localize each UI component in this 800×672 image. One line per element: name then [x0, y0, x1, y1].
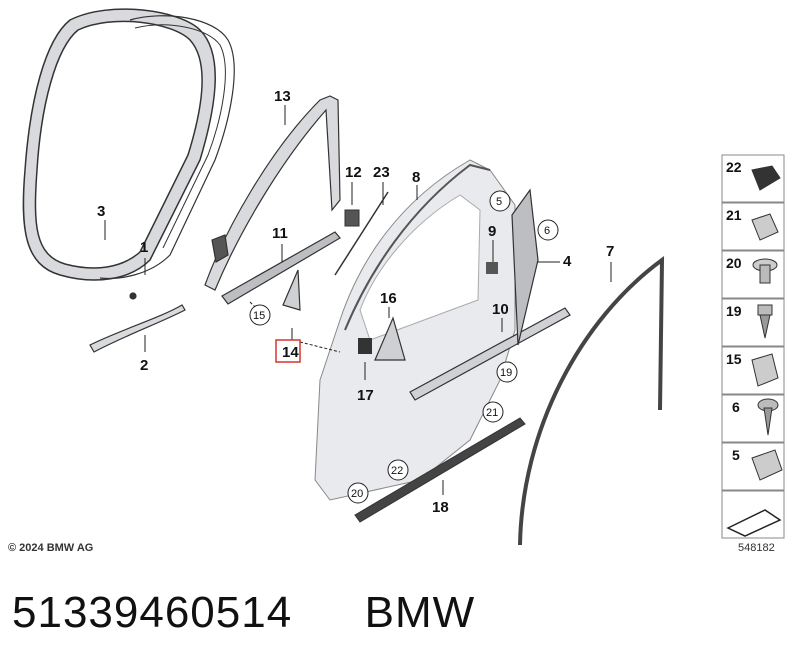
callout-17: 17 — [357, 387, 374, 404]
callout-8: 8 — [412, 169, 420, 186]
highlight-box-14 — [275, 339, 301, 363]
sill-18 — [354, 417, 526, 523]
callout-16: 16 — [380, 290, 397, 307]
frame-8 — [344, 163, 491, 331]
kit-15: 15 — [726, 351, 742, 367]
trim-4 — [511, 188, 539, 346]
part-number: 51339460514 — [12, 588, 293, 637]
kit-21: 21 — [726, 207, 742, 223]
kit-22: 22 — [726, 159, 742, 175]
kit-labels: 22 21 20 19 15 6 5 — [726, 159, 742, 463]
callout-2: 2 — [140, 357, 148, 374]
circled-5: 5 — [496, 196, 502, 208]
callout-7: 7 — [606, 243, 614, 260]
footer-part-info: 51339460514 BMW — [12, 588, 475, 638]
strip-10 — [409, 307, 571, 401]
door-seal-3 — [22, 8, 235, 281]
kit-6: 6 — [732, 399, 740, 415]
callout-10: 10 — [492, 301, 509, 318]
callout-12: 12 — [345, 164, 362, 181]
callout-23: 23 — [373, 164, 390, 181]
circled-22: 22 — [391, 465, 403, 477]
screw-6-icon — [757, 398, 779, 436]
callout-14: 14 — [282, 344, 299, 361]
circled-callouts — [249, 190, 559, 504]
callout-9: 9 — [488, 223, 496, 240]
callouts: 1 2 3 4 7 8 9 10 11 12 13 14 16 17 18 23 — [97, 88, 614, 516]
callout-1: 1 — [140, 239, 148, 256]
circled-21: 21 — [486, 407, 498, 419]
door-shell — [314, 159, 516, 501]
circled-callout-labels: 5 6 15 19 20 21 22 — [253, 196, 550, 500]
circled-15: 15 — [253, 310, 265, 322]
nut-15-icon — [751, 353, 779, 387]
brand: BMW — [364, 588, 476, 637]
callout-11: 11 — [272, 225, 288, 242]
clip-21-icon — [751, 213, 779, 241]
strip-11 — [221, 231, 341, 305]
leader-lines — [104, 105, 612, 495]
image-number: 548182 — [738, 542, 775, 554]
screw-19-icon — [757, 304, 773, 339]
clip-17 — [358, 338, 372, 354]
callout-3: 3 — [97, 203, 105, 220]
clip-12 — [344, 209, 360, 227]
circled-6: 6 — [544, 225, 550, 237]
circled-20: 20 — [351, 488, 363, 500]
kit-thumbnails — [726, 165, 783, 537]
callout-13: 13 — [274, 88, 291, 105]
strip-23 — [334, 191, 389, 276]
arrow-icon — [726, 509, 782, 537]
kit-20: 20 — [726, 255, 742, 271]
clip-5-icon — [751, 449, 783, 481]
kit-5: 5 — [732, 447, 740, 463]
circled-19: 19 — [500, 367, 512, 379]
kit-19: 19 — [726, 303, 742, 319]
callout-18: 18 — [432, 499, 449, 516]
seal-7 — [518, 256, 665, 546]
grommet-20-icon — [752, 258, 778, 284]
clip-9 — [486, 262, 498, 274]
triangle-16 — [374, 316, 406, 361]
copyright: © 2024 BMW AG — [8, 542, 94, 554]
callout-4: 4 — [563, 253, 572, 270]
sill-seal-2 — [89, 292, 186, 353]
corner-piece-14 — [282, 269, 301, 311]
pad-22-icon — [751, 165, 781, 191]
frame-seal-13 — [204, 95, 341, 291]
